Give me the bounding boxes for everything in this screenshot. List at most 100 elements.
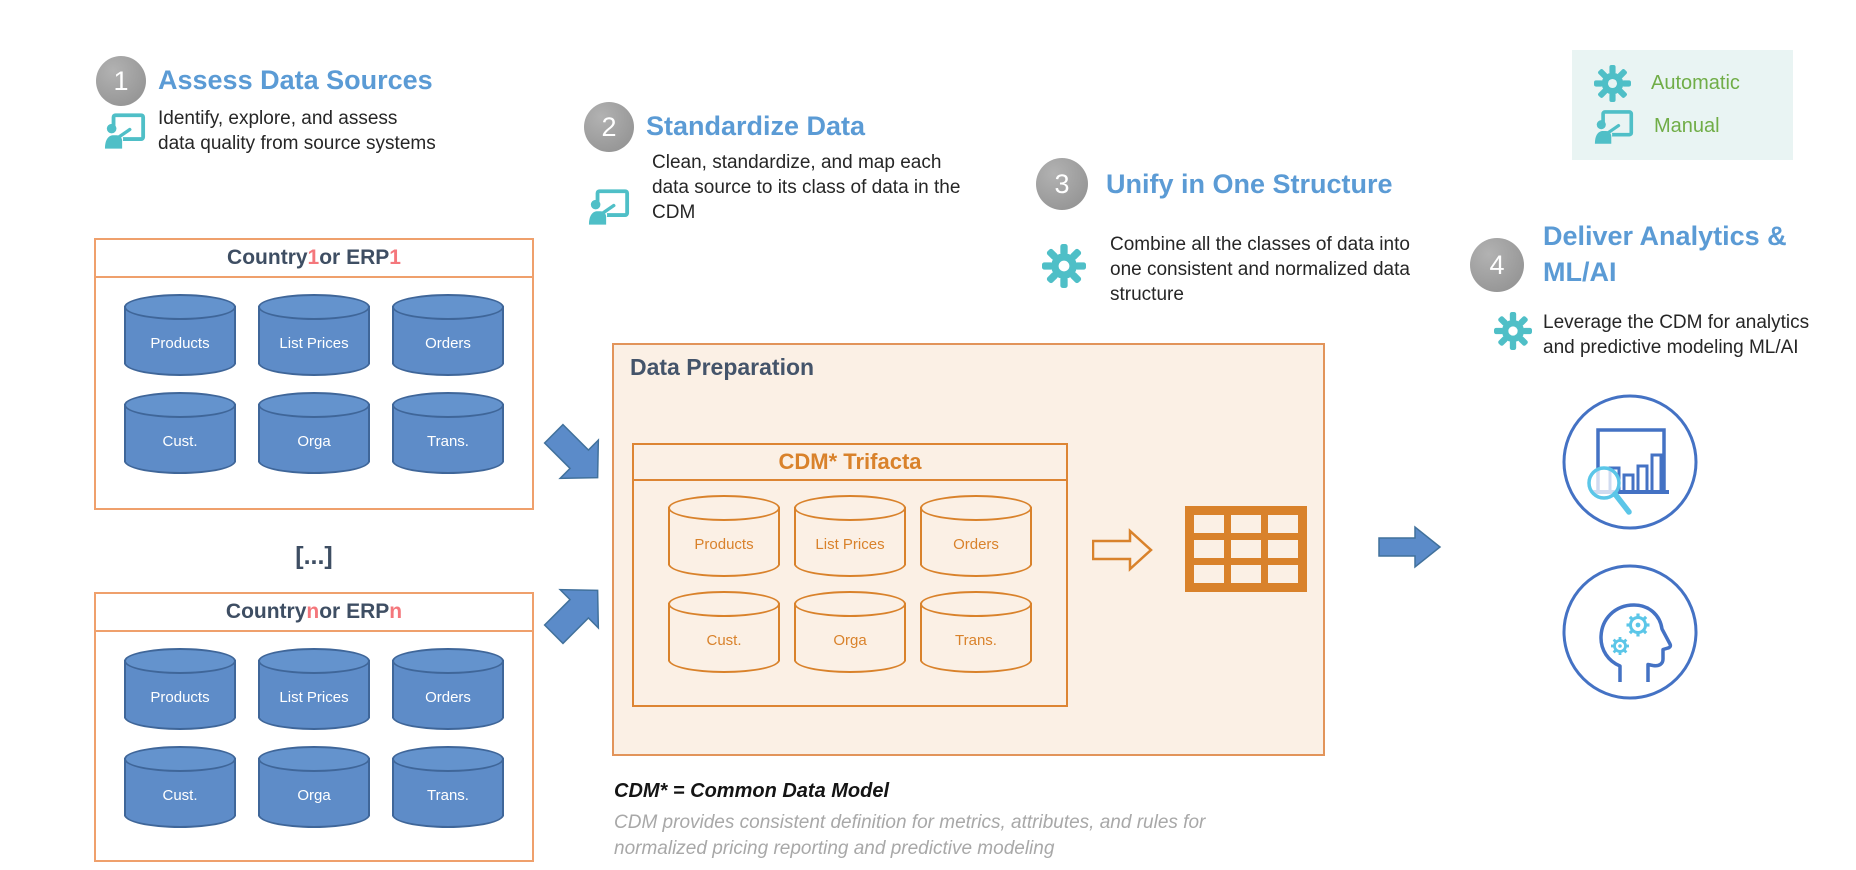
source-box-country-1-title: Country 1 or ERP 1 — [96, 240, 532, 278]
table-grid-icon — [1185, 506, 1307, 592]
cylinder-grid: Products List Prices Orders Cust. Orga T… — [96, 632, 532, 828]
title-variable: 1 — [307, 246, 320, 269]
legend-label-manual: Manual — [1654, 115, 1720, 137]
cylinder-label: Products — [150, 335, 210, 353]
manual-presenter-icon — [104, 113, 146, 149]
footnote-body: CDM provides consistent definition for m… — [614, 812, 1206, 860]
cylinder-top — [392, 392, 504, 418]
cylinder-top — [794, 591, 906, 617]
cylinder-top — [668, 495, 780, 521]
cylinder-top — [920, 495, 1032, 521]
cylinder-grid: Products List Prices Orders Cust. Orga T… — [96, 278, 532, 474]
cylinder-top — [258, 294, 370, 320]
cylinder-top — [392, 294, 504, 320]
table-cell — [1231, 540, 1261, 558]
step-4-title: Deliver Analytics & ML/AI — [1543, 221, 1787, 288]
db-cylinder-orga: Orga — [258, 746, 370, 828]
db-cylinder-list-prices: List Prices — [258, 294, 370, 376]
title-variable: n — [389, 600, 403, 623]
cylinder-label: Products — [150, 689, 210, 707]
step-4-number-badge: 4 — [1470, 238, 1524, 292]
step-3-title: Unify in One Structure — [1106, 169, 1393, 199]
table-cell — [1194, 540, 1224, 558]
cdm-cylinder-trans: Trans. — [920, 591, 1032, 673]
cdm-cylinder-orga: Orga — [794, 591, 906, 673]
solid-blue-arrow — [1378, 525, 1442, 569]
cylinder-top — [392, 648, 504, 674]
cylinder-label: Orga — [833, 632, 867, 650]
cylinder-top — [392, 746, 504, 772]
cylinder-label: Orders — [425, 689, 471, 707]
cylinder-top — [258, 392, 370, 418]
cdm-cylinder-orders: Orders — [920, 495, 1032, 577]
table-cell — [1268, 515, 1298, 533]
cylinder-top — [124, 294, 236, 320]
db-cylinder-products: Products — [124, 294, 236, 376]
cdm-cylinder-grid: Products List Prices Orders Cust. Orga T… — [634, 481, 1066, 673]
cdm-trifacta-title: CDM* Trifacta — [634, 445, 1066, 481]
db-cylinder-list-prices: List Prices — [258, 648, 370, 730]
gear-icon — [1494, 312, 1532, 350]
source-box-country-1: Country 1 or ERP 1 Products List Prices … — [94, 238, 534, 510]
cylinder-top — [124, 648, 236, 674]
step-3-number-badge: 3 — [1036, 158, 1088, 210]
footnote-heading: CDM* = Common Data Model — [614, 780, 890, 802]
legend-label-automatic: Automatic — [1651, 72, 1740, 94]
db-cylinder-trans: Trans. — [392, 392, 504, 474]
title-text: Country — [227, 246, 308, 269]
data-preparation-title: Data Preparation — [630, 354, 815, 380]
cylinder-label: Products — [694, 536, 754, 554]
cylinder-label: Trans. — [955, 632, 997, 650]
table-cell — [1268, 565, 1298, 583]
cylinder-label: Orga — [297, 433, 331, 451]
gear-icon — [1042, 244, 1086, 288]
gear-icon — [1611, 637, 1629, 655]
cylinder-label: Cust. — [162, 433, 198, 451]
legend: Automatic Manual — [1572, 50, 1793, 160]
db-cylinder-orders: Orders — [392, 294, 504, 376]
diagonal-arrow-up-right — [543, 588, 600, 645]
cylinder-top — [258, 746, 370, 772]
cylinder-top — [258, 648, 370, 674]
step-1-description: Identify, explore, and assess data quali… — [158, 108, 436, 155]
cylinder-label: List Prices — [279, 689, 349, 707]
table-cell — [1194, 565, 1224, 583]
table-cell — [1231, 515, 1261, 533]
cylinder-label: Orders — [425, 335, 471, 353]
step-4-description: Leverage the CDM for analytics and predi… — [1543, 312, 1810, 359]
step-2-title: Standardize Data — [646, 111, 866, 141]
gear-icon — [1594, 65, 1631, 102]
manual-presenter-icon — [1594, 110, 1634, 144]
table-cell — [1194, 515, 1224, 533]
head-gears-ml-icon — [1562, 564, 1698, 700]
title-text: or ERP — [319, 600, 390, 623]
cdm-trifacta-box: CDM* Trifacta Products List Prices Order… — [632, 443, 1068, 707]
source-box-country-n-title: Country n or ERP n — [96, 594, 532, 632]
diagonal-arrow-down-right — [543, 423, 600, 480]
db-cylinder-products: Products — [124, 648, 236, 730]
table-cell — [1268, 540, 1298, 558]
db-cylinder-orga: Orga — [258, 392, 370, 474]
step-2-description: Clean, standardize, and map each data so… — [652, 152, 961, 224]
cdm-cylinder-products: Products — [668, 495, 780, 577]
title-text: or ERP — [319, 246, 390, 269]
cylinder-label: Trans. — [427, 433, 469, 451]
cylinder-label: List Prices — [815, 536, 885, 554]
db-cylinder-cust: Cust. — [124, 392, 236, 474]
title-variable: n — [306, 600, 320, 623]
cylinder-top — [124, 392, 236, 418]
cylinder-label: List Prices — [279, 335, 349, 353]
step-1-number-badge: 1 — [96, 56, 146, 106]
cylinder-label: Trans. — [427, 787, 469, 805]
cylinder-top — [920, 591, 1032, 617]
table-cell — [1231, 565, 1261, 583]
cylinder-label: Cust. — [162, 787, 198, 805]
legend-row-manual: Manual — [1594, 105, 1771, 148]
cdm-cylinder-cust: Cust. — [668, 591, 780, 673]
hollow-orange-arrow — [1092, 528, 1153, 572]
cylinder-label: Cust. — [706, 632, 742, 650]
cylinder-top — [794, 495, 906, 521]
cylinder-label: Orders — [953, 536, 999, 554]
cylinder-top — [124, 746, 236, 772]
